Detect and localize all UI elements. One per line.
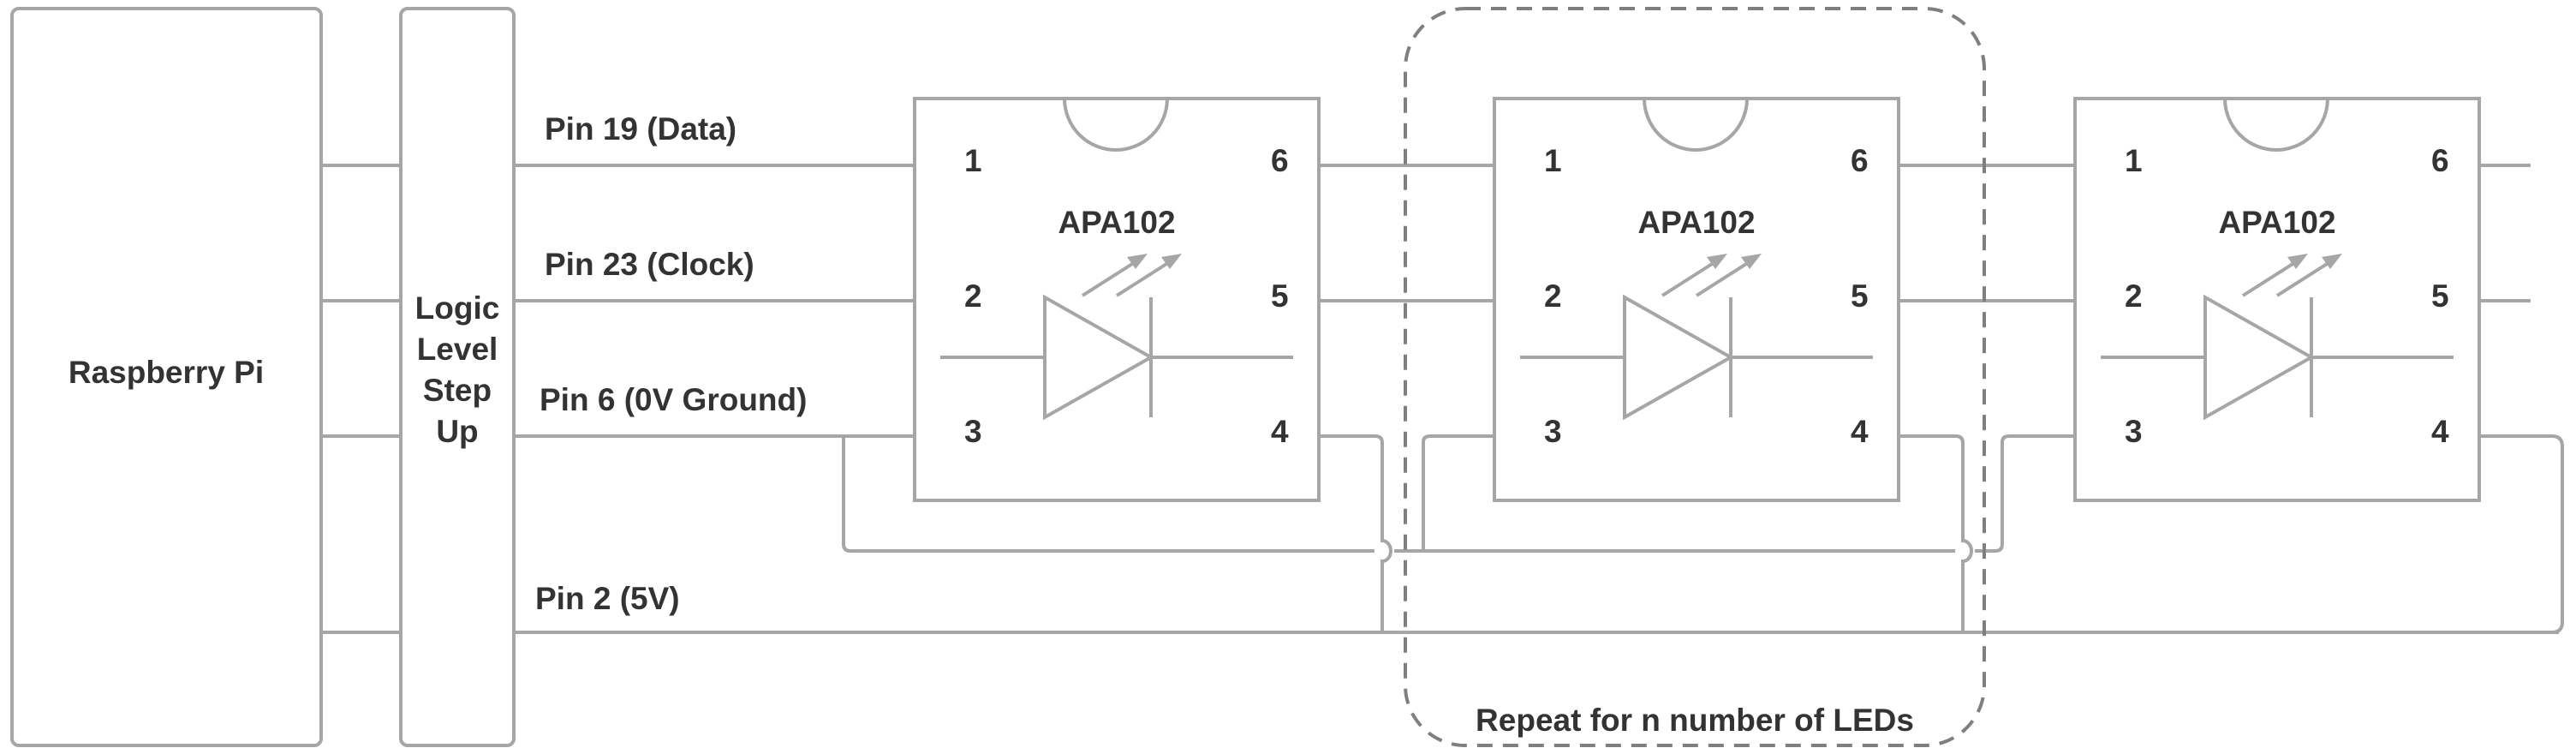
wire-ground-chip3 — [1975, 434, 2075, 553]
chip-name: APA102 — [1637, 205, 1755, 240]
pin-label-ground: Pin 6 (0V Ground) — [540, 382, 807, 417]
wire-power-chip1 — [1319, 434, 1392, 632]
chip-body — [1493, 97, 1900, 502]
wire-ground-bus-a — [842, 436, 1374, 553]
chip-pin-5: 5 — [2431, 278, 2449, 314]
raspberry-pi-label: Raspberry Pi — [69, 355, 264, 390]
apa102-chip-2: APA102 1 2 3 4 5 6 — [1493, 97, 1900, 502]
chip-pin-2: 2 — [2125, 278, 2143, 314]
chip-pin-3: 3 — [964, 414, 982, 449]
level-shifter-line-4: Up — [436, 414, 478, 449]
chip-name: APA102 — [2218, 205, 2335, 240]
chip-pin-3: 3 — [2125, 414, 2143, 449]
chip-pin-1: 1 — [2125, 143, 2143, 178]
wire-ground-chip2 — [1422, 434, 1494, 551]
led-diode-icon — [1520, 254, 1873, 421]
led-diode-icon — [940, 254, 1293, 421]
led-diode-icon — [2101, 254, 2454, 421]
pin-label-power: Pin 2 (5V) — [535, 581, 680, 616]
chip-pin-1: 1 — [1544, 143, 1562, 178]
chip-notch — [1063, 98, 1169, 152]
apa102-chip-1: APA102 1 2 3 4 5 6 — [913, 97, 1321, 502]
level-shifter-line-1: Logic — [415, 290, 500, 326]
chip-notch — [1643, 98, 1749, 152]
pin-label-data: Pin 19 (Data) — [545, 111, 736, 147]
wire-power-chip3 — [2480, 434, 2564, 634]
chip-pin-5: 5 — [1271, 278, 1289, 314]
apa102-chip-3: APA102 1 2 3 4 5 6 — [2073, 97, 2481, 502]
chip-pin-2: 2 — [964, 278, 982, 314]
repeat-region-border — [1404, 7, 1986, 747]
level-shifter-line-3: Step — [423, 373, 492, 408]
repeat-region: Repeat for n number of LEDs — [1404, 7, 1986, 747]
chip-pin-5: 5 — [1851, 278, 1869, 314]
chip-pin-6: 6 — [1271, 143, 1289, 178]
chip-pin-4: 4 — [2431, 414, 2449, 449]
level-shifter-box — [399, 7, 516, 747]
repeat-region-label: Repeat for n number of LEDs — [1476, 703, 1914, 738]
chip-body — [2073, 97, 2481, 502]
chip-pin-6: 6 — [2431, 143, 2449, 178]
pin-labels: Pin 19 (Data) Pin 23 (Clock) Pin 6 (0V G… — [535, 111, 807, 616]
wire-power-chip2 — [1899, 434, 1973, 632]
wires — [321, 164, 2564, 634]
level-shifter-line-2: Level — [417, 332, 498, 367]
chip-notch — [2223, 98, 2329, 152]
chip-pin-2: 2 — [1544, 278, 1562, 314]
pin-label-clock: Pin 23 (Clock) — [545, 247, 754, 282]
chip-pin-3: 3 — [1544, 414, 1562, 449]
level-shifter-block: Logic Level Step Up — [399, 7, 516, 747]
chip-pin-4: 4 — [1271, 414, 1289, 449]
chip-pin-6: 6 — [1851, 143, 1869, 178]
chip-pin-4: 4 — [1851, 414, 1869, 449]
raspberry-pi-box — [10, 7, 323, 747]
chip-pin-1: 1 — [964, 143, 982, 178]
chip-name: APA102 — [1058, 205, 1175, 240]
chip-body — [913, 97, 1321, 502]
raspberry-pi-block: Raspberry Pi — [10, 7, 323, 747]
